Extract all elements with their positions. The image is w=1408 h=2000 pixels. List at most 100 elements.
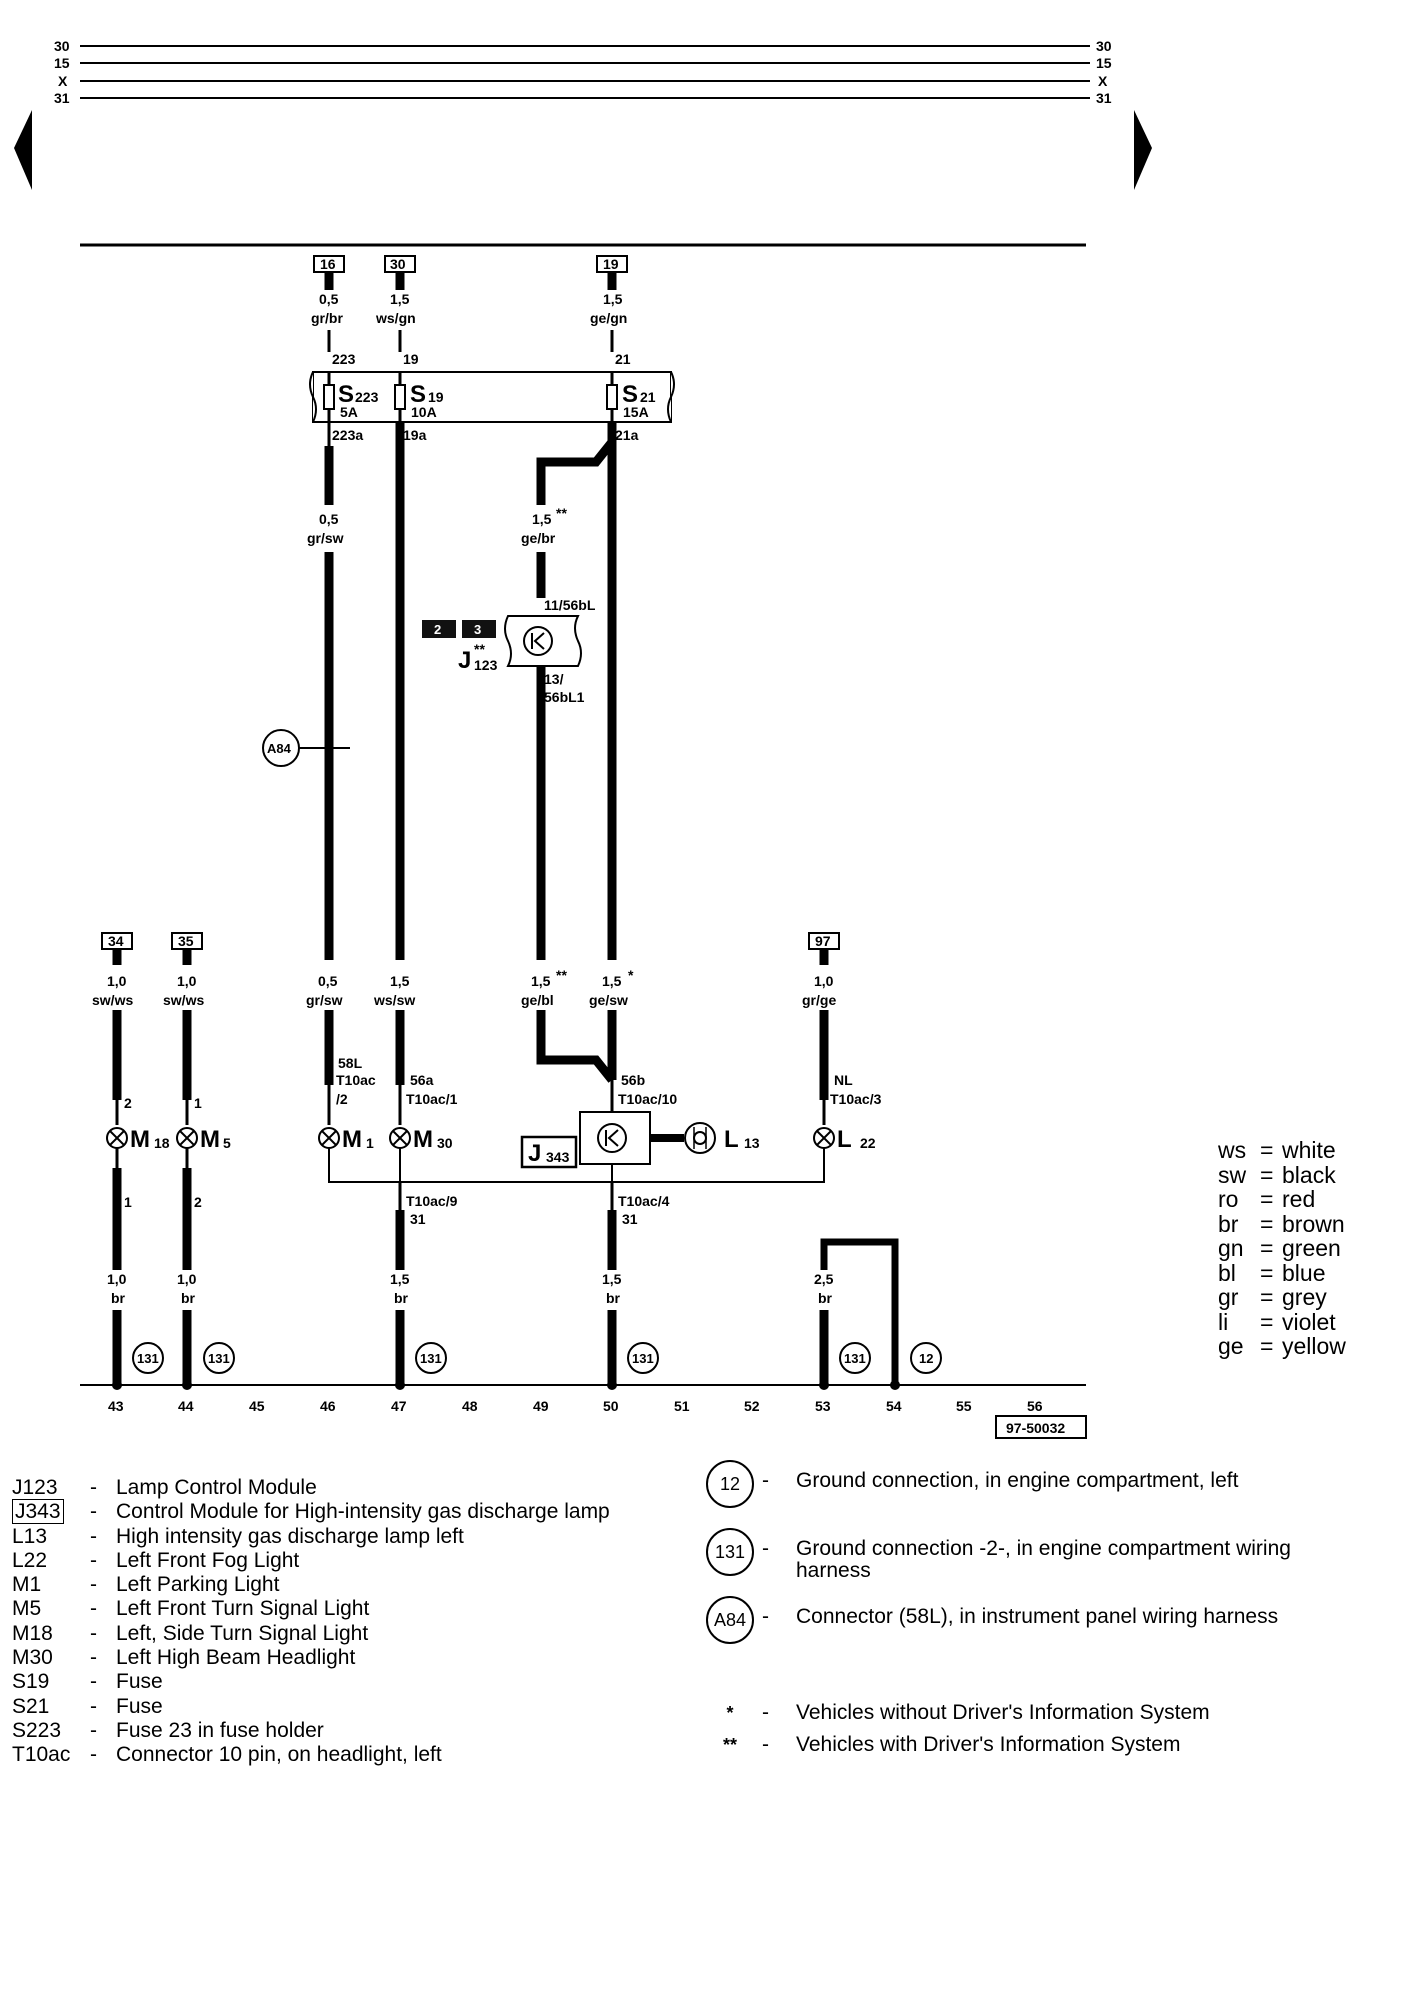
a84-connector: A84 [262,729,350,767]
component-row: S19-Fuse [12,1670,610,1694]
component-desc: Fuse 23 in fuse holder [116,1718,324,1742]
m30-pin-bot-a: T10ac/9 [406,1193,458,1209]
l22-pin-top-b: T10ac/3 [830,1091,882,1107]
component-code: M18 [12,1621,53,1645]
terminal-30: 30 1,5 ws/gn [375,255,416,326]
note-row: ** - Vehicles with Driver's Information … [698,1734,1348,1756]
next-page-arrow[interactable] [1134,110,1152,190]
legend-color-name: black [1282,1161,1336,1188]
svg-text:A84: A84 [267,741,292,756]
component-desc: Connector 10 pin, on headlight, left [116,1743,442,1767]
legend-abbr: ws [1218,1137,1247,1163]
legend-color-name: red [1282,1186,1316,1212]
lamp-m5: M 5 [176,1126,231,1153]
prev-page-arrow[interactable] [14,110,32,190]
ground-12: 12 [919,1351,933,1366]
terminal-35: 35 1,0 sw/ws [163,932,204,1008]
lamp-l13: L 13 [684,1122,760,1154]
wire-w3-color: gr/sw [306,992,343,1008]
svg-text:1,0: 1,0 [107,973,127,989]
l22-pin-top-a: NL [834,1072,853,1088]
component-desc: Left High Beam Headlight [116,1646,356,1670]
wire-w4-color: ws/sw [373,992,415,1008]
note-row: * - Vehicles without Driver's Informatio… [698,1702,1348,1724]
wire-w2-size: 1,5 [532,511,552,527]
svg-text:97: 97 [815,933,831,949]
component-code: M30 [12,1646,53,1670]
component-dash: - [90,1573,97,1597]
j343-pin-bot-a: T10ac/4 [618,1193,670,1209]
svg-text:50: 50 [603,1398,619,1414]
wire-w5-stars: ** [556,967,567,983]
j343-pin-top-a: 56b [621,1072,645,1088]
wire-w4-size: 1,5 [390,973,410,989]
wire-w10-size: 1,5 [602,1271,622,1287]
fuse-box: S 223 5A S 19 10A S 21 15A [309,371,675,423]
wire-w7-color: br [111,1290,126,1306]
fuse-s223-rating: 5A [340,404,358,420]
component-row: J343-Control Module for High-intensity g… [12,1499,610,1525]
fuse-s21-sub: 21 [640,389,656,405]
j123-pin-out-a: 13/ [544,671,564,687]
component-desc: Left Parking Light [116,1573,280,1597]
component-desc: Control Module for High-intensity gas di… [116,1500,610,1524]
j123-ref-box-1: 2 [434,622,441,637]
legend-abbr: li [1218,1308,1229,1335]
wire-w8-size: 1,0 [177,1271,197,1287]
color-legend: ws=white sw=black ro=red br=brown gn=gre… [1218,1138,1346,1359]
legend-abbr: ro [1218,1186,1239,1212]
m30-pin-bot-b: 31 [410,1211,426,1227]
connector-a84-icon: A84 [706,1596,754,1644]
rail-label-31-left: 31 [54,90,70,106]
svg-text:1,5: 1,5 [603,291,623,307]
svg-text:18: 18 [154,1135,170,1151]
svg-text:M: M [130,1126,150,1153]
component-dash: - [90,1597,97,1621]
svg-text:34: 34 [108,933,124,949]
legend-eq: = [1260,1284,1274,1310]
component-row: L22-Left Front Fog Light [12,1549,610,1573]
svg-text:1: 1 [366,1135,374,1151]
svg-text:J: J [528,1140,541,1167]
terminal-97: 97 1,0 gr/ge [802,932,840,1008]
wire-w7-size: 1,0 [107,1271,127,1287]
legend-abbr: bl [1218,1259,1236,1286]
svg-text:30: 30 [390,256,406,272]
legend-eq: = [1260,1308,1274,1335]
wire-w5-color: ge/bl [521,992,554,1008]
svg-text:45: 45 [249,1398,265,1414]
legend-color-name: green [1282,1235,1341,1261]
component-dash: - [90,1670,97,1694]
component-desc: Fuse [116,1694,163,1718]
note-text: Vehicles with Driver's Information Syste… [796,1733,1181,1756]
component-dash: - [90,1476,97,1499]
svg-text:M: M [342,1126,362,1153]
ground-symbols: 131 131 131 131 131 12 [132,1342,942,1374]
j123-label: J [458,647,471,674]
svg-text:343: 343 [546,1149,570,1165]
component-dash: - [90,1524,97,1548]
note-text: Ground connection -2-, in engine compart… [796,1537,1291,1582]
j123-stars: ** [474,641,485,657]
legend-color-name: brown [1282,1210,1345,1237]
component-code-boxed: J343 [12,1499,64,1525]
note-symbol: * [698,1702,762,1724]
legend-color-name: white [1282,1137,1336,1163]
svg-text:22: 22 [860,1135,876,1151]
component-row: S21-Fuse [12,1695,610,1719]
j343-pin-top-b: T10ac/10 [618,1091,677,1107]
component-list: J123-Lamp Control Module J343-Control Mo… [12,1476,610,1768]
legend-row: bl=blue [1218,1259,1346,1286]
svg-text:51: 51 [674,1398,690,1414]
svg-text:44: 44 [178,1398,194,1414]
component-code: T10ac [12,1743,71,1767]
component-row: M30-Left High Beam Headlight [12,1646,610,1670]
legend-row: br=brown [1218,1210,1346,1237]
j123-sub: 123 [474,657,498,673]
component-dash: - [90,1694,97,1718]
legend-abbr: gr [1218,1284,1239,1310]
component-desc: Left Front Turn Signal Light [116,1597,370,1621]
component-code: M5 [12,1597,42,1621]
svg-text:ws/gn: ws/gn [375,310,416,326]
ground-131-icon: 131 [706,1528,754,1576]
